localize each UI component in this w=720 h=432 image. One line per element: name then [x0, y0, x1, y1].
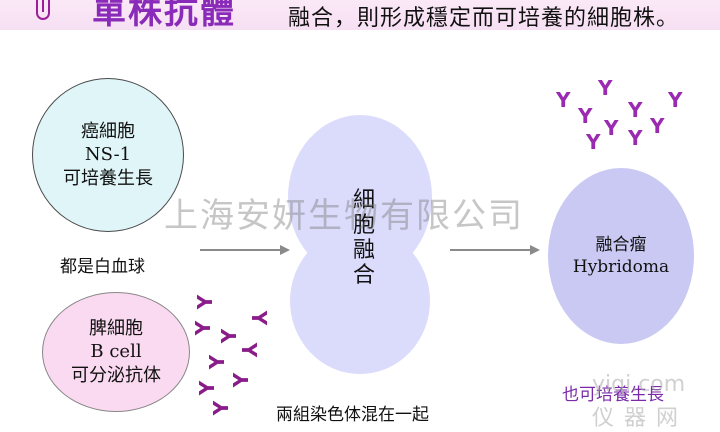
hybridoma-english: Hybridoma: [572, 257, 670, 277]
hybridoma-growth-label: 也可培養生長: [562, 385, 664, 405]
spleen-cell-name: 脾細胞: [89, 317, 143, 339]
spleen-cell-type: B cell: [90, 341, 142, 363]
white-blood-cell-label: 都是白血球: [60, 257, 145, 277]
header-bar: 單株抗體 融合，則形成穩定而可培養的細胞株。: [0, 0, 720, 32]
antibody-icon: Y: [628, 126, 643, 150]
antibody-icon: Y: [209, 400, 234, 416]
fusion-char: 合: [352, 263, 375, 289]
fusion-char: 胞: [352, 213, 375, 239]
cancer-cell-node: 癌細胞 NS-1 可培養生長: [32, 78, 184, 232]
antibody-icon: Y: [237, 342, 262, 358]
company-watermark: 上海安妍生物有限公司: [164, 196, 524, 236]
fusion-label: 細 胞 融 合: [350, 188, 378, 288]
cancer-cell-line: NS-1: [84, 144, 132, 166]
cancer-cell-name: 癌細胞: [81, 120, 135, 142]
fusion-char: 融: [352, 238, 375, 264]
hybridoma-name: 融合瘤: [595, 234, 647, 255]
arrow-to-hybridoma: [450, 245, 540, 255]
fusion-cell-lower: [290, 228, 430, 374]
cancer-cell-property: 可培養生長: [63, 167, 153, 189]
corner-watermark-line1: yiqi.com: [592, 372, 686, 397]
antibody-icon: Y: [586, 130, 601, 154]
spleen-cell-node: 脾細胞 B cell 可分泌抗体: [42, 292, 190, 412]
antibody-icon: Y: [556, 88, 571, 112]
antibody-icon: Y: [628, 98, 643, 122]
antibody-icon: Y: [205, 354, 230, 370]
antibody-icon: Y: [598, 76, 613, 100]
antibody-icon: Y: [229, 372, 254, 388]
antibody-icon: Y: [650, 114, 665, 138]
corner-watermark-line2: 仪器网: [592, 406, 689, 431]
arrow-to-fusion: [200, 245, 290, 255]
antibody-icon: Y: [668, 88, 683, 112]
antibody-icon: Y: [191, 320, 216, 336]
chromosome-mix-label: 兩組染色体混在一起: [276, 405, 429, 425]
antibody-icon: Y: [193, 294, 218, 310]
page-title: 單株抗體: [92, 0, 236, 32]
antibody-icon: Y: [217, 328, 242, 344]
antibody-logo-icon: [36, 0, 50, 20]
antibody-icon: Y: [195, 380, 220, 396]
spleen-cell-property: 可分泌抗体: [71, 364, 161, 386]
antibody-icon: Y: [578, 104, 593, 128]
antibody-icon: Y: [247, 310, 272, 326]
header-description: 融合，則形成穩定而可培養的細胞株。: [288, 6, 680, 31]
hybridoma-node: 融合瘤 Hybridoma: [548, 168, 694, 344]
antibody-icon: Y: [604, 116, 619, 140]
fusion-char: 細: [352, 188, 375, 213]
